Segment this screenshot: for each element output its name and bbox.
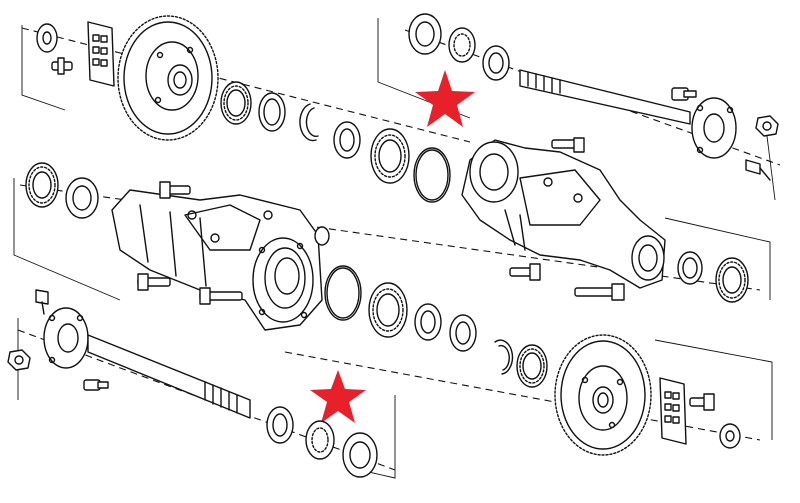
- axle-shaft-upper: [519, 69, 737, 159]
- ring-gear-top: [117, 15, 219, 141]
- star-icon: [310, 70, 475, 423]
- valve-upper-c: [745, 159, 771, 181]
- middle-left-group: [25, 162, 362, 331]
- seal-upper-1: [408, 13, 442, 55]
- ring-gear-bottom: [554, 334, 652, 456]
- ring-top-2: [258, 92, 286, 132]
- bolt-mid-top: [159, 181, 191, 199]
- differential-housing-left: [111, 189, 323, 331]
- nut-bottom-right: [719, 423, 741, 449]
- bolt-right-low2: [574, 283, 625, 301]
- ring-mid-2: [65, 177, 99, 219]
- ring-top-4: [333, 121, 361, 159]
- bearing-upper-2: [448, 27, 476, 63]
- top-left-group: [36, 15, 451, 203]
- seal-bottom-3: [342, 432, 378, 478]
- lock-plate-bottom: [659, 377, 687, 445]
- bearing-low-1: [368, 282, 408, 338]
- o-ring-mid: [324, 265, 362, 321]
- ring-low-2: [414, 303, 442, 341]
- middle-right-group: [461, 137, 749, 303]
- bolt-upper-a: [671, 87, 697, 101]
- bearing-mid-1: [25, 162, 59, 208]
- nut-upper-b: [755, 115, 779, 137]
- bolt-mid-low: [137, 273, 171, 291]
- bolt-bottom-left: [83, 379, 109, 391]
- circlip-low-4: [494, 339, 514, 375]
- bolt-right-low1: [509, 263, 541, 281]
- ring-upper-3: [482, 45, 510, 81]
- plug-mid: [314, 226, 330, 246]
- ring-right-1: [677, 251, 703, 285]
- upper-right-group: [408, 13, 779, 181]
- bolt-bottom-right: [689, 393, 715, 411]
- bearing-bottom-2: [305, 420, 335, 460]
- nut-top-left: [36, 23, 58, 53]
- nut-bottom-left: [7, 349, 31, 371]
- bolt-right-top: [551, 137, 585, 153]
- bearing-right-2: [715, 257, 749, 303]
- ring-low-3: [449, 314, 477, 352]
- bearing-low-5: [516, 344, 548, 388]
- ring-bottom-1: [266, 406, 294, 444]
- lock-plate-top: [87, 21, 115, 87]
- o-ring-top: [413, 147, 451, 203]
- bolt-top-left: [51, 57, 73, 75]
- lower-row-group: [368, 282, 741, 456]
- circlip-top-3: [299, 103, 319, 142]
- bearing-top-5: [370, 128, 410, 184]
- bottom-left-group: [7, 289, 378, 478]
- bolt-mid-low2: [199, 287, 243, 305]
- valve-bottom-left: [35, 289, 49, 315]
- differential-housing-right: [461, 139, 666, 289]
- bearing-top-1: [220, 81, 252, 125]
- axle-shaft-lower: [43, 307, 251, 419]
